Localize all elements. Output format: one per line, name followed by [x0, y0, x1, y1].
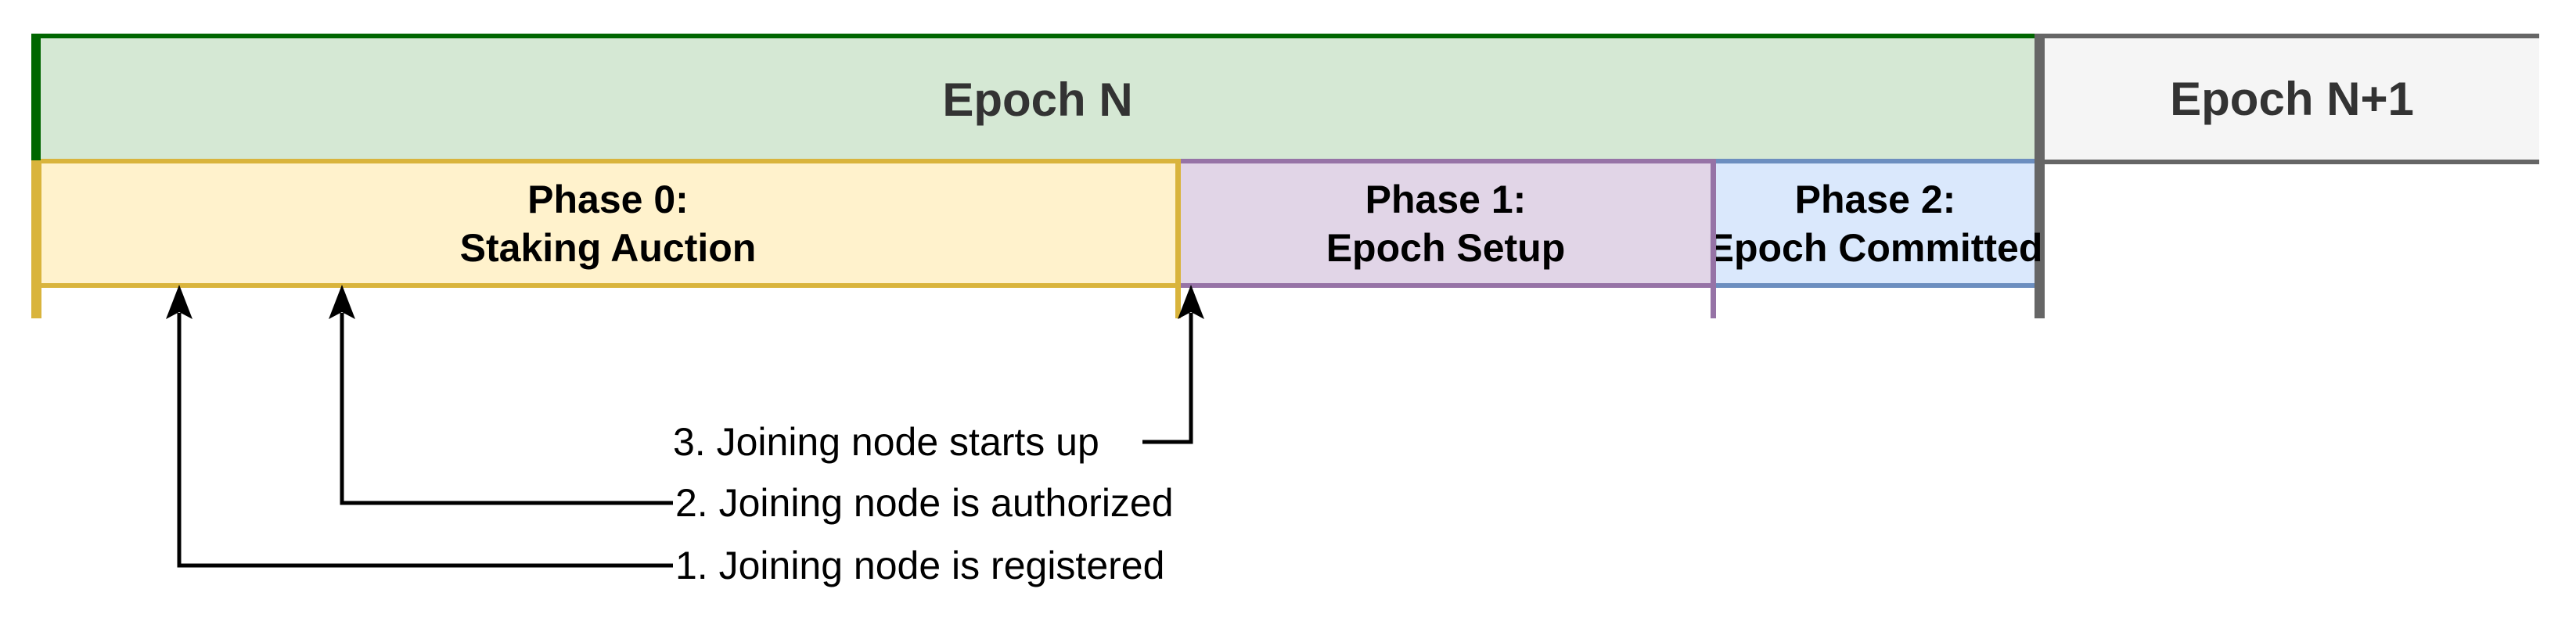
epoch-n-bar: Epoch N [41, 34, 2035, 160]
phase-0-left-boundary-tail [31, 160, 41, 318]
phase-1-box: Phase 1: Epoch Setup [1181, 159, 1711, 288]
phase-2-subtitle: Epoch Committed [1707, 225, 2043, 270]
phase-0-title: Phase 0: [527, 177, 689, 221]
epoch-n-start-marker [31, 34, 41, 160]
event-arrow-3 [1142, 285, 1204, 444]
phase-1-subtitle: Epoch Setup [1326, 225, 1566, 270]
phase-1-title: Phase 1: [1365, 177, 1527, 221]
phase-0-subtitle: Staking Auction [459, 225, 757, 270]
event-arrow-2 [329, 285, 673, 505]
arrowhead-icon [166, 285, 192, 319]
event-label-authorized: 2. Joining node is authorized [675, 481, 1174, 525]
phase-0-box: Phase 0: Staking Auction [41, 159, 1175, 288]
event-label-registered: 1. Joining node is registered [675, 544, 1165, 587]
phase-0-right-boundary-tail [1175, 159, 1181, 318]
arrowhead-icon [1178, 285, 1204, 319]
epoch-boundary-divider [2035, 34, 2045, 318]
arrowhead-icon [329, 285, 355, 319]
phase-1-right-boundary-tail [1711, 159, 1716, 318]
epoch-n1-label: Epoch N+1 [2170, 73, 2414, 125]
event-label-starts-up: 3. Joining node starts up [673, 420, 1099, 464]
phase-2-box: Phase 2: Epoch Committed [1708, 159, 2042, 288]
event-arrow-1 [166, 285, 673, 568]
phase-2-title: Phase 2: [1794, 177, 1956, 221]
epoch-n1-bar: Epoch N+1 [2045, 34, 2539, 164]
epoch-n-label: Epoch N [942, 73, 1133, 126]
